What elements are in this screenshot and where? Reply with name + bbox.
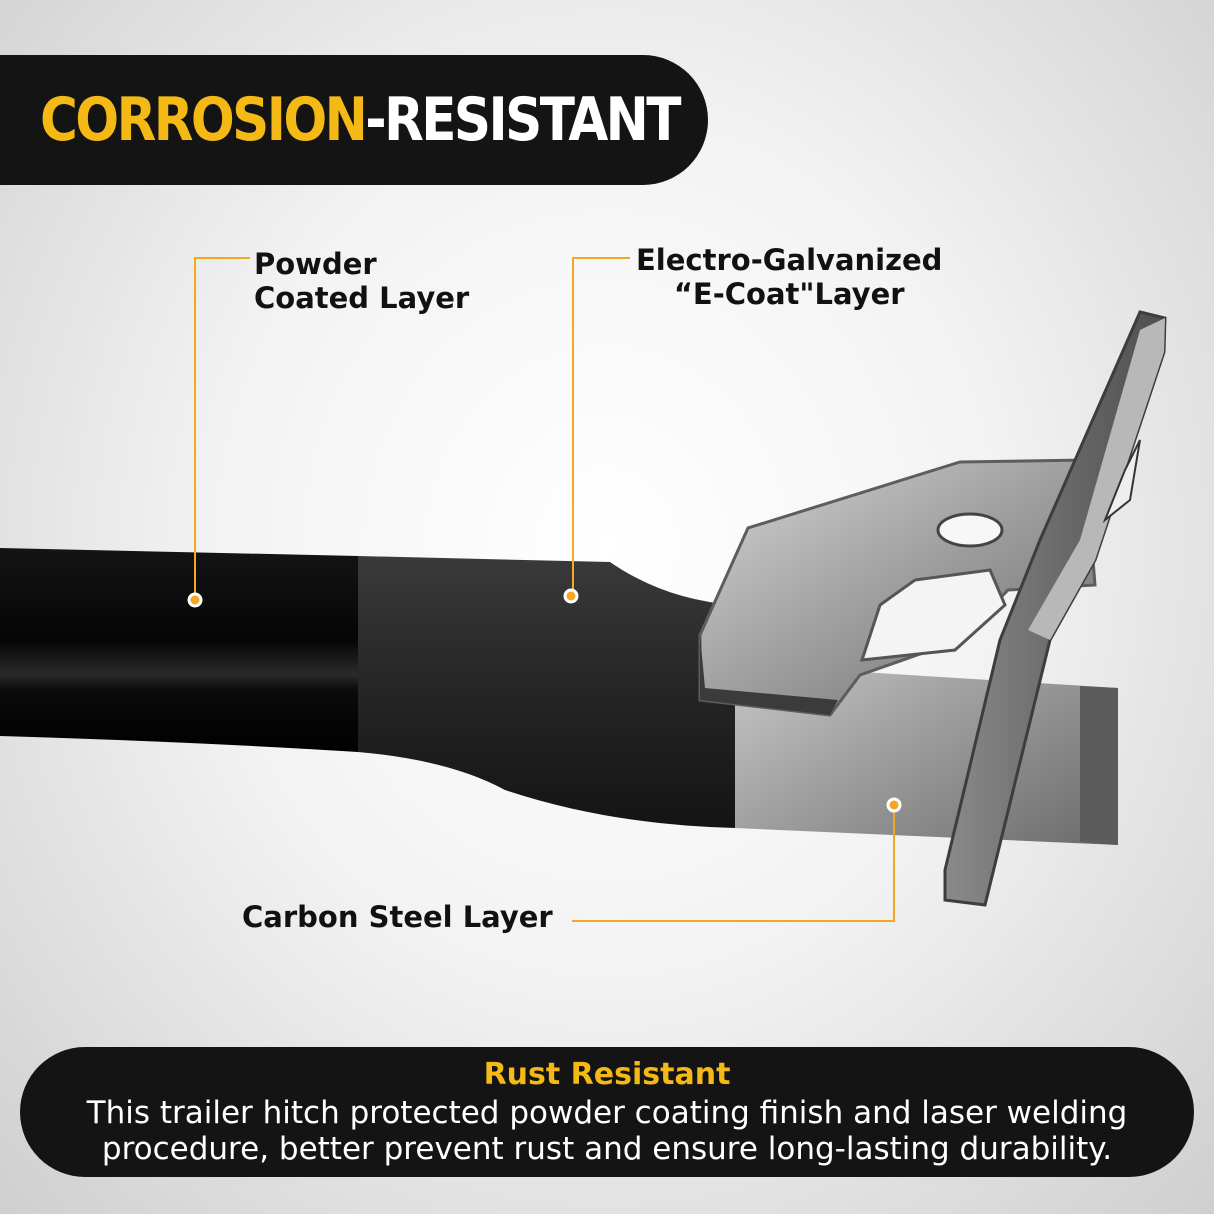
carbon-callout-marker — [886, 797, 902, 813]
carbon-callout-line — [572, 807, 895, 922]
title-banner — [0, 55, 708, 185]
page-title: CORROSION-RESISTANT — [40, 80, 681, 160]
ecoat-layer-label: Electro-Galvanized “E-Coat"Layer — [636, 243, 942, 311]
footer-banner — [20, 1047, 1194, 1177]
ecoat-callout-line — [572, 257, 630, 594]
side-plate-face — [1028, 318, 1165, 640]
title-accent-text: CORROSION — [40, 85, 368, 155]
footer-line1: This trailer hitch protected powder coat… — [86, 1095, 1128, 1131]
bracket-cutout — [859, 568, 1007, 662]
ecoat-callout-marker — [563, 588, 579, 604]
ecoat-label-line2: “E-Coat"Layer — [673, 277, 905, 311]
carbon-label-line1: Carbon Steel Layer — [242, 900, 553, 934]
tube-end-face — [1080, 686, 1118, 845]
powder-label-line2: Coated Layer — [254, 281, 470, 315]
footer-line2: procedure, better prevent rust and ensur… — [101, 1131, 1113, 1167]
carbon-steel-section — [735, 605, 1118, 845]
carbon-steel-layer-label: Carbon Steel Layer — [242, 900, 553, 934]
powder-coated-layer-label: Powder Coated Layer — [254, 247, 469, 315]
powder-coated-section — [0, 548, 358, 752]
powder-label-line1: Powder — [254, 247, 377, 281]
powder-callout-line — [194, 257, 250, 598]
ecoat-label-line1: Electro-Galvanized — [636, 243, 943, 277]
bracket-bolt-slot — [936, 512, 1004, 548]
footer-heading: Rust Resistant — [483, 1057, 731, 1092]
bracket-plate-edge — [700, 635, 838, 715]
side-plate-cutout — [1102, 439, 1141, 524]
footer-description: This trailer hitch protected powder coat… — [40, 1095, 1174, 1167]
ecoat-section — [358, 556, 735, 828]
powder-callout-marker — [187, 592, 203, 608]
title-rest-text: -RESISTANT — [365, 85, 681, 155]
